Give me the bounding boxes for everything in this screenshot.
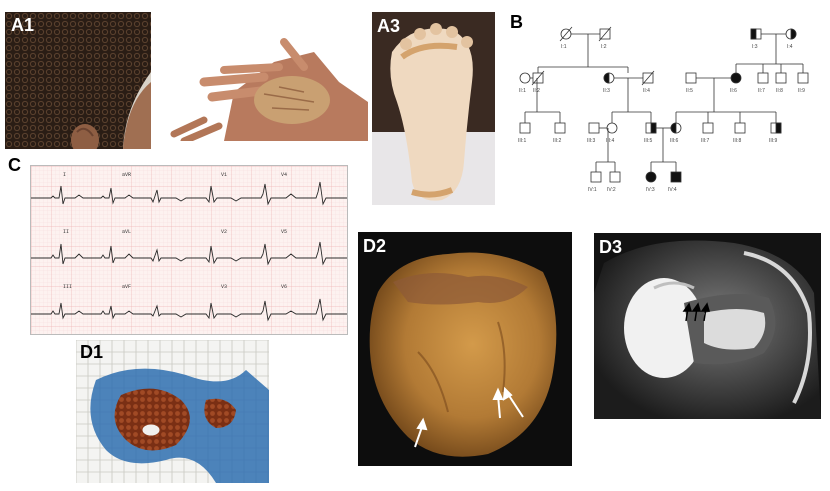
ecg-lead-label: V2 — [221, 229, 227, 235]
ecg-lead-label: III — [63, 284, 72, 290]
ecg-lead-label: aVF — [122, 284, 131, 290]
panel-d3: D3 — [594, 233, 821, 419]
ecg-lead-label: aVR — [122, 172, 131, 178]
panel-a1: A1 — [5, 12, 151, 149]
panel-d1: D1 — [76, 340, 269, 483]
pedigree-label: II:5 — [686, 88, 693, 94]
keratoderma-foot-sole-photo — [372, 12, 495, 205]
pedigree-label: I:2 — [601, 44, 607, 50]
ecg-lead-label: V1 — [221, 172, 227, 178]
panel-label-a3: A3 — [377, 16, 401, 36]
pedigree-label: III:3 — [587, 138, 596, 144]
pedigree-labels: I:1 I:2 I:3 I:4 II:1 II:2 II:3 II:4 II:5… — [518, 44, 805, 193]
pedigree-label: III:2 — [553, 138, 562, 144]
trichrome-histology-photo — [76, 340, 269, 483]
pedigree-label: III:5 — [644, 138, 653, 144]
panel-b: B — [508, 12, 826, 194]
pedigree-label: III:6 — [670, 138, 679, 144]
pedigree-label: III:9 — [769, 138, 778, 144]
palmoplantar-keratoderma-hands-photo — [164, 22, 368, 141]
pedigree-label: III:8 — [733, 138, 742, 144]
heart-specimen-photo — [369, 252, 557, 457]
panel-label-d3: D3 — [599, 237, 623, 257]
curly-hair-photo — [5, 12, 151, 149]
black-arrows — [682, 302, 710, 322]
panel-label-a2: A2 — [170, 24, 194, 44]
ecg-tracing: I aVR V1 V4 II aVL V2 V5 III aVF V3 V6 — [31, 166, 347, 334]
panel-label-d2: D2 — [363, 236, 387, 256]
pedigree-symbols — [519, 26, 809, 183]
panel-label-a1: A1 — [11, 15, 35, 35]
pedigree-label: II:4 — [643, 88, 650, 94]
panel-label-d1: D1 — [80, 342, 104, 362]
ecg-lead-label: aVL — [122, 229, 131, 235]
pedigree-label: II:8 — [776, 88, 783, 94]
panel-c: I aVR V1 V4 II aVL V2 V5 III aVF V3 V6 — [30, 165, 348, 335]
pedigree-label: II:7 — [758, 88, 765, 94]
ecg-lead-label: V6 — [281, 284, 287, 290]
pedigree-chart: I:1 I:2 I:3 I:4 II:1 II:2 II:3 II:4 II:5… — [518, 26, 809, 193]
ecg-lead-label: V5 — [281, 229, 287, 235]
pedigree-label: II:3 — [603, 88, 610, 94]
pedigree-label: II:6 — [730, 88, 737, 94]
pedigree-label: IV:2 — [607, 187, 616, 193]
pedigree-label: I:4 — [787, 44, 793, 50]
panel-a3: A3 — [372, 12, 495, 205]
cardiac-mri-photo — [594, 233, 821, 419]
pedigree-label: III:4 — [606, 138, 615, 144]
panel-d2: D2 — [358, 232, 572, 466]
ecg-lead-label: V4 — [281, 172, 287, 178]
ecg-lead-label: V3 — [221, 284, 227, 290]
pedigree-label: III:1 — [518, 138, 527, 144]
pedigree-label: II:2 — [533, 88, 540, 94]
ecg-waveforms — [31, 181, 347, 322]
pedigree-label: IV:3 — [646, 187, 655, 193]
pedigree-label: I:1 — [561, 44, 567, 50]
pedigree-label: III:7 — [701, 138, 710, 144]
pedigree-label: II:1 — [519, 88, 526, 94]
panel-label-c: C — [8, 155, 21, 175]
panel-label-b: B — [510, 12, 523, 32]
panel-a2: A2 — [164, 22, 368, 141]
white-arrows — [414, 386, 524, 448]
pedigree-label: I:3 — [752, 44, 758, 50]
ecg-lead-label: II — [63, 229, 69, 235]
pedigree-label: IV:4 — [668, 187, 677, 193]
pedigree-label: IV:1 — [588, 187, 597, 193]
ecg-lead-label: I — [63, 172, 66, 178]
pedigree-label: II:9 — [798, 88, 805, 94]
ecg-lead-labels: I aVR V1 V4 II aVL V2 V5 III aVF V3 V6 — [63, 172, 287, 290]
